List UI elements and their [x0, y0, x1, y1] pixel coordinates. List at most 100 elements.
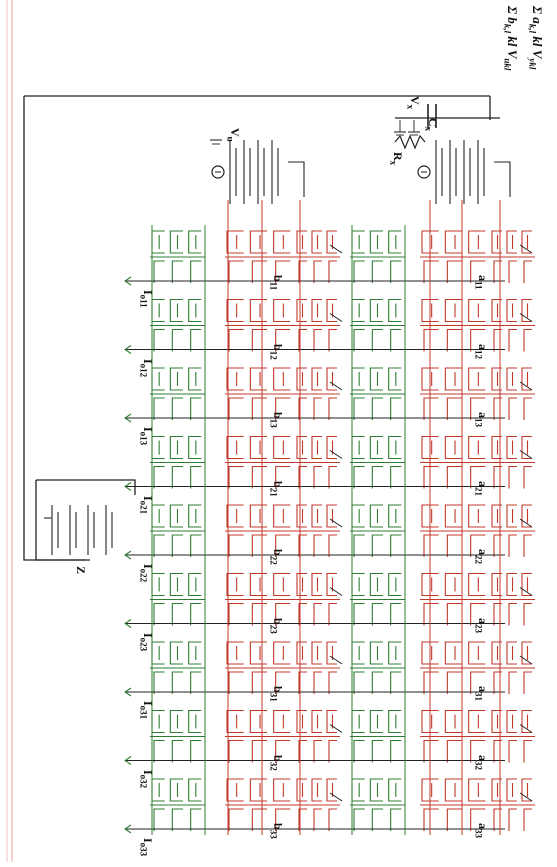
pmos-mirror-b-device [169, 572, 183, 597]
nmos-out-a-device [521, 572, 532, 597]
pmos-mirror-b-device [188, 230, 202, 254]
vx-label: Vx [405, 96, 422, 110]
nmos-mirror-a-device [470, 397, 486, 420]
ota-mid-out [288, 161, 305, 197]
output-arrow [124, 756, 132, 765]
nmos-out-a-device [523, 808, 532, 831]
nmos-out-a-device [521, 435, 532, 460]
nmos-out-a-device [493, 602, 502, 626]
nmos-mirror-b-device [228, 671, 244, 694]
pmos-mirror-a-device [390, 739, 402, 763]
row-ground [519, 724, 533, 733]
pmos-mirror-a-device [371, 397, 383, 420]
pmos-mirror-a-device [388, 435, 402, 460]
nmos-out-a-device [493, 534, 502, 557]
nmos-out-a-device [508, 465, 517, 489]
nmos-mirror-a-device [423, 602, 439, 626]
pmos-mirror-b-device [190, 260, 202, 283]
nmos-mirror-b-device [249, 298, 267, 323]
nmos-mirror-b-device [273, 298, 291, 323]
io-label: Io21 [138, 495, 155, 514]
pmos-mirror-a-device [371, 739, 383, 763]
a-label: a13 [473, 412, 490, 427]
nmos-out-a-device [508, 602, 517, 626]
z-block-wire [36, 479, 136, 495]
ota-top-out [494, 161, 511, 197]
resistor-zigzag [394, 134, 426, 150]
nmos-out-b-device [298, 739, 307, 763]
pmos-mirror-a-device [351, 641, 365, 665]
nmos-mirror-b-device [249, 435, 267, 460]
pmos-mirror-a-device [353, 602, 365, 626]
nmos-out-b-device [298, 534, 307, 557]
pmos-mirror-b-device [188, 572, 202, 597]
pmos-mirror-b-device [171, 397, 183, 420]
output-arrow [124, 687, 132, 697]
nmos-mirror-b-device [251, 260, 267, 283]
nmos-out-b-device [298, 602, 307, 626]
nmos-out-a-device [506, 298, 517, 323]
nmos-mirror-b-device [226, 367, 244, 391]
row-ground [519, 587, 533, 596]
b-label: b22 [268, 549, 285, 565]
nmos-out-b-device [326, 572, 337, 597]
nmos-out-a-device [506, 709, 517, 734]
nmos-out-b-device [296, 709, 307, 734]
nmos-out-a-device [508, 328, 517, 352]
nmos-mirror-a-device [468, 778, 486, 802]
io-label: Io12 [138, 358, 155, 377]
nmos-mirror-b-device [226, 778, 244, 802]
nmos-mirror-a-device [423, 465, 439, 489]
pmos-mirror-a-device [353, 397, 365, 420]
nmos-out-b-device [328, 602, 337, 626]
pmos-mirror-b-device [153, 534, 165, 557]
nmos-out-a-device [521, 230, 532, 254]
a-label: a32 [473, 754, 490, 770]
nmos-out-a-device [508, 739, 517, 763]
pmos-mirror-a-device [390, 465, 402, 489]
pmos-mirror-a-device [369, 298, 383, 323]
nmos-out-b-device [311, 367, 322, 391]
nmos-out-a-device [506, 230, 517, 254]
nmos-mirror-a-device [468, 641, 486, 665]
pmos-mirror-b-device [171, 534, 183, 557]
pmos-mirror-a-device [353, 739, 365, 763]
nmos-out-a-device [523, 534, 532, 557]
nmos-out-b-device [296, 641, 307, 665]
pmos-mirror-a-device [369, 709, 383, 734]
pmos-mirror-a-device [388, 230, 402, 254]
pmos-mirror-b-device [169, 504, 183, 528]
pmos-mirror-b-device [188, 367, 202, 391]
nmos-mirror-b-device [273, 230, 291, 254]
nmos-out-b-device [311, 230, 322, 254]
row-ground [329, 792, 343, 802]
nmos-mirror-b-device [275, 260, 291, 283]
pmos-mirror-a-device [388, 572, 402, 597]
nmos-out-b-device [313, 602, 322, 626]
cx-label: Cx [423, 118, 440, 132]
nmos-out-b-device [298, 465, 307, 489]
nmos-out-b-device [313, 534, 322, 557]
nmos-out-a-device [521, 641, 532, 665]
row-ground [329, 587, 343, 596]
io-label: Io32 [138, 769, 155, 788]
nmos-mirror-b-device [273, 367, 291, 391]
nmos-mirror-a-device [446, 534, 462, 557]
nmos-mirror-b-device [226, 298, 244, 323]
feedback-wire [23, 96, 85, 561]
nmos-mirror-a-device [446, 739, 462, 763]
nmos-mirror-a-device [470, 465, 486, 489]
pmos-mirror-a-device [351, 572, 365, 597]
pmos-mirror-b-device [153, 465, 165, 489]
row-ground [519, 792, 533, 802]
nmos-mirror-a-device [470, 602, 486, 626]
a-label: a11 [473, 275, 490, 290]
nmos-mirror-a-device [468, 504, 486, 528]
nmos-mirror-b-device [226, 709, 244, 734]
nmos-out-a-device [521, 298, 532, 323]
row-ground [519, 313, 533, 322]
pmos-mirror-b-device [153, 602, 165, 626]
nmos-mirror-a-device [470, 808, 486, 831]
pmos-mirror-a-device [390, 328, 402, 352]
nmos-mirror-b-device [249, 709, 267, 734]
